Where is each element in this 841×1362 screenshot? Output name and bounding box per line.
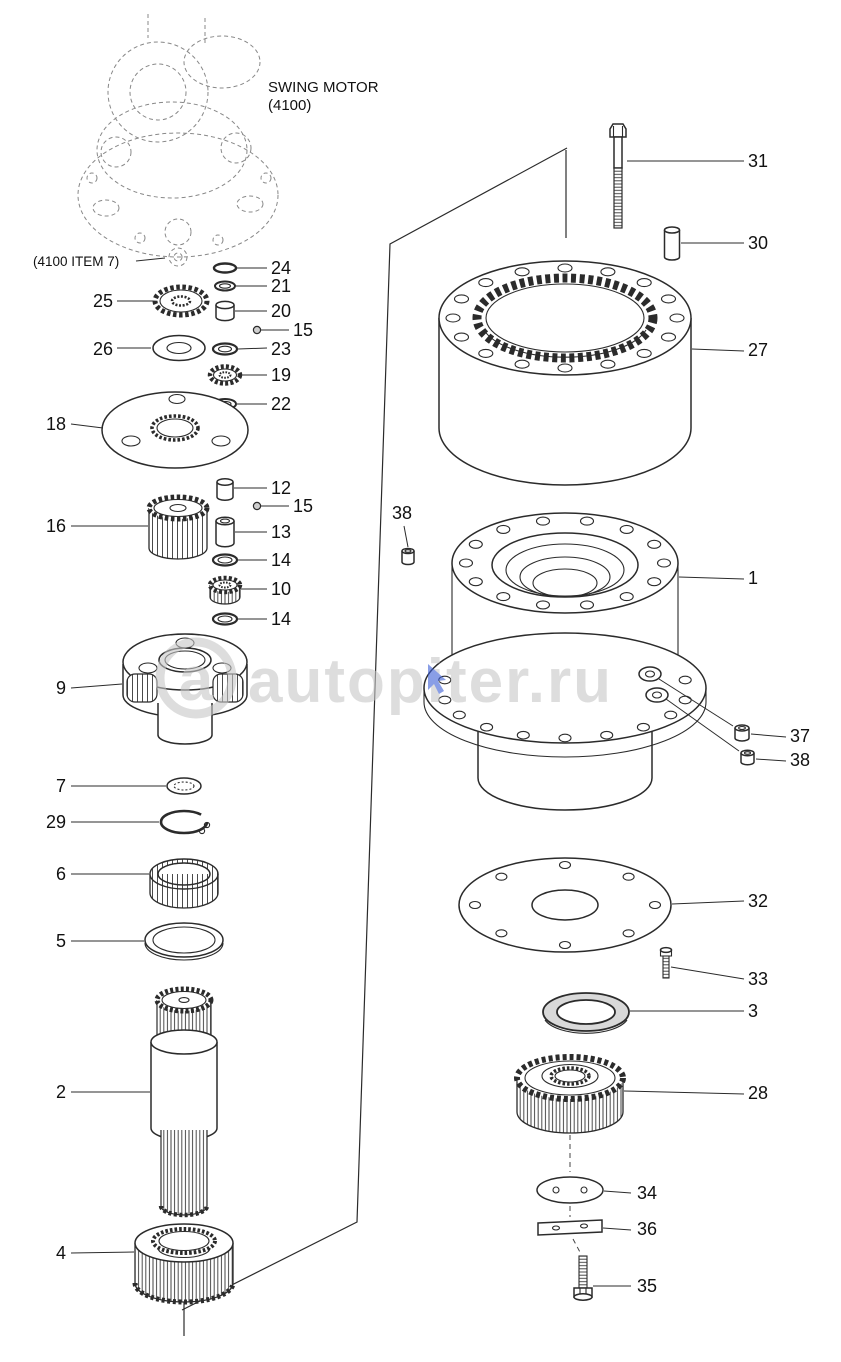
leader-lines: [70, 160, 787, 1287]
part-15-ball-a: [252, 325, 262, 335]
callout-26: 26: [93, 339, 113, 359]
callout-37: 37: [790, 726, 810, 746]
part-4-splined-coupling: [132, 1223, 236, 1305]
part-18-carrier-plate: [101, 391, 249, 469]
callout-18: 18: [46, 414, 66, 434]
callout-14a: 14: [271, 550, 291, 570]
swing-motor-sketch: [77, 14, 279, 267]
callout-labels: 24 21 25 20 15 26 23 19 22 18 12 15 16 1…: [46, 151, 810, 1296]
watermark-cursor-icon: [428, 664, 446, 694]
callout-22: 22: [271, 394, 291, 414]
swing-motor-code-label: (4100): [268, 97, 311, 114]
part-37-plug: [734, 724, 750, 742]
part-36-lock-plate: [537, 1219, 603, 1236]
part-28-pinion-gear: [514, 1054, 626, 1134]
watermark: a autopiter.ru: [155, 637, 611, 719]
callout-15b: 15: [293, 496, 313, 516]
callout-29: 29: [46, 812, 66, 832]
part-38-plug-right: [740, 749, 755, 766]
part-10-gear: [207, 575, 243, 605]
part-35-bolt: [573, 1255, 593, 1301]
part-12-pin: [216, 478, 234, 501]
part-2-drive-shaft: [150, 986, 218, 1218]
part-5-seal-ring: [144, 922, 224, 961]
callout-24: 24: [271, 258, 291, 278]
callout-15a: 15: [293, 320, 313, 340]
item-ref-label: (4100 ITEM 7): [33, 254, 119, 269]
callout-32: 32: [748, 891, 768, 911]
callout-6: 6: [56, 864, 66, 884]
callout-3: 3: [748, 1001, 758, 1021]
part-1-gear-housing: [423, 512, 707, 811]
annotation-labels: SWING MOTOR (4100) (4100 ITEM 7): [33, 79, 379, 269]
part-30-pin: [663, 226, 681, 261]
callout-36: 36: [637, 1219, 657, 1239]
callout-12: 12: [271, 478, 291, 498]
part-31-bolt: [609, 123, 627, 229]
part-14-ring-b: [211, 612, 239, 626]
callout-2: 2: [56, 1082, 66, 1102]
callout-7: 7: [56, 776, 66, 796]
callout-38a: 38: [392, 503, 412, 523]
callout-9: 9: [56, 678, 66, 698]
watermark-logo-letter: a: [179, 645, 214, 714]
part-23-ring: [211, 342, 239, 356]
part-25-gear: [152, 284, 210, 318]
callout-4: 4: [56, 1243, 66, 1263]
part-19-gear: [207, 364, 243, 386]
callout-25: 25: [93, 291, 113, 311]
part-34-stopper-plate: [536, 1176, 604, 1204]
callout-35: 35: [637, 1276, 657, 1296]
callout-19: 19: [271, 365, 291, 385]
part-9-planet-carrier: [122, 633, 248, 745]
callout-38b: 38: [790, 750, 810, 770]
callout-5: 5: [56, 931, 66, 951]
part-15-ball-b: [252, 501, 262, 511]
callout-30: 30: [748, 233, 768, 253]
callout-20: 20: [271, 301, 291, 321]
part-33-bolt: [659, 946, 673, 979]
callout-28: 28: [748, 1083, 768, 1103]
part-16-sun-gear: [146, 494, 210, 560]
frame-boundary: [181, 147, 568, 1336]
callout-34: 34: [637, 1183, 657, 1203]
part-14-ring-a: [211, 553, 239, 567]
part-3-bearing-ring: [542, 992, 630, 1034]
callout-13: 13: [271, 522, 291, 542]
part-6-bearing: [149, 858, 219, 909]
part-13-bushing: [215, 516, 235, 548]
part-38-plug-left: [401, 547, 415, 566]
callout-23: 23: [271, 339, 291, 359]
callout-31: 31: [748, 151, 768, 171]
part-32-cover-plate: [458, 857, 672, 953]
part-26-washer: [152, 334, 206, 362]
part-20-bushing: [215, 300, 235, 322]
part-24-seal-ring: [212, 262, 238, 274]
watermark-logo-circle: [155, 637, 237, 719]
part-29-snap-ring: [159, 809, 211, 835]
callout-16: 16: [46, 516, 66, 536]
callout-33: 33: [748, 969, 768, 989]
callout-14b: 14: [271, 609, 291, 629]
part-21-ring: [214, 280, 236, 292]
callout-21: 21: [271, 276, 291, 296]
swing-motor-label: SWING MOTOR: [268, 79, 379, 96]
part-7-plug-disc: [166, 777, 202, 795]
callout-27: 27: [748, 340, 768, 360]
callout-1: 1: [748, 568, 758, 588]
centerline-28-34-36-35: [569, 1135, 582, 1255]
part-27-ring-gear: [438, 260, 692, 486]
callout-10: 10: [271, 579, 291, 599]
